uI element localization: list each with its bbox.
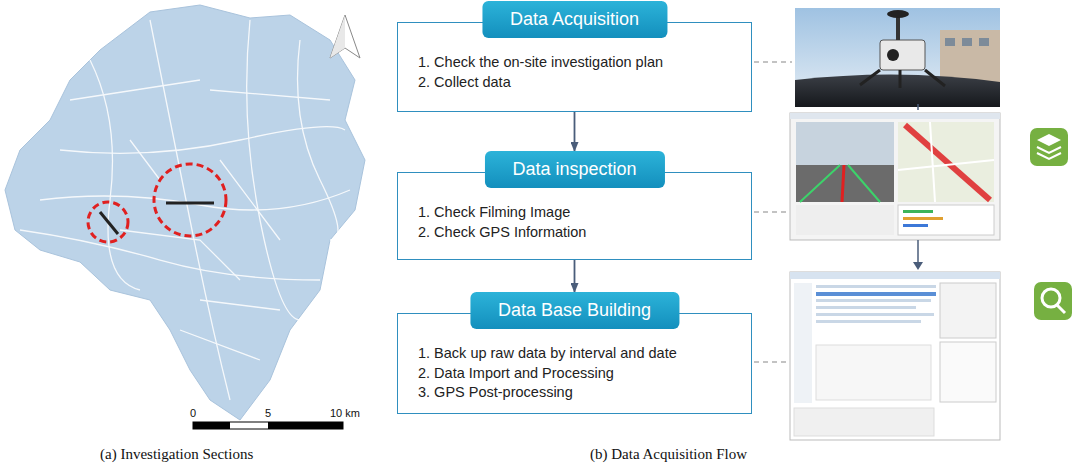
process-box: Data inspection1. Check Filming Image2. … xyxy=(397,172,752,260)
database-screenshot xyxy=(790,272,1000,440)
step-item: 2. Check GPS Information xyxy=(418,223,737,243)
leader-line xyxy=(754,62,792,362)
step-item: 1. Check the on-site investigation plan xyxy=(418,53,737,73)
scale-bar xyxy=(193,422,343,429)
inspection-screenshot xyxy=(790,113,1000,240)
search-icon xyxy=(1034,282,1072,320)
camera-photo xyxy=(795,8,1000,107)
scale-label: 0 xyxy=(190,407,196,419)
scale-bar xyxy=(193,422,230,429)
step-item: 2. Collect data xyxy=(418,73,737,93)
step-item: 1. Check Filming Image xyxy=(418,203,737,223)
caption: (b) Data Acquisition Flow xyxy=(590,446,747,463)
step-item: 3. GPS Post-processing xyxy=(418,383,737,403)
north-arrow xyxy=(330,15,360,58)
scale-bar xyxy=(268,422,343,429)
flow-arrow xyxy=(574,112,576,151)
section-circle xyxy=(88,202,128,242)
step-header: Data Base Building xyxy=(470,292,679,329)
step-item: 2. Data Import and Processing xyxy=(418,364,737,384)
caption: (a) Investigation Sections xyxy=(100,446,253,463)
scale-label: 10 km xyxy=(330,407,360,419)
step-item: 1. Back up raw data by interval and date xyxy=(418,344,737,364)
scale-label: 5 xyxy=(265,407,271,419)
section-circle xyxy=(154,164,226,236)
flow-arrow xyxy=(913,104,923,270)
process-box: Data Acquisition1. Check the on-site inv… xyxy=(397,22,752,112)
section-line xyxy=(100,212,118,234)
map-region xyxy=(5,5,365,420)
road-network xyxy=(20,20,350,400)
process-box: Data Base Building1. Back up raw data by… xyxy=(397,313,752,414)
flow-arrow xyxy=(574,260,576,292)
step-header: Data Acquisition xyxy=(482,1,667,38)
layers-icon xyxy=(1030,128,1068,166)
section-line xyxy=(166,202,214,205)
north-arrow xyxy=(330,15,345,58)
step-header: Data inspection xyxy=(484,151,664,188)
